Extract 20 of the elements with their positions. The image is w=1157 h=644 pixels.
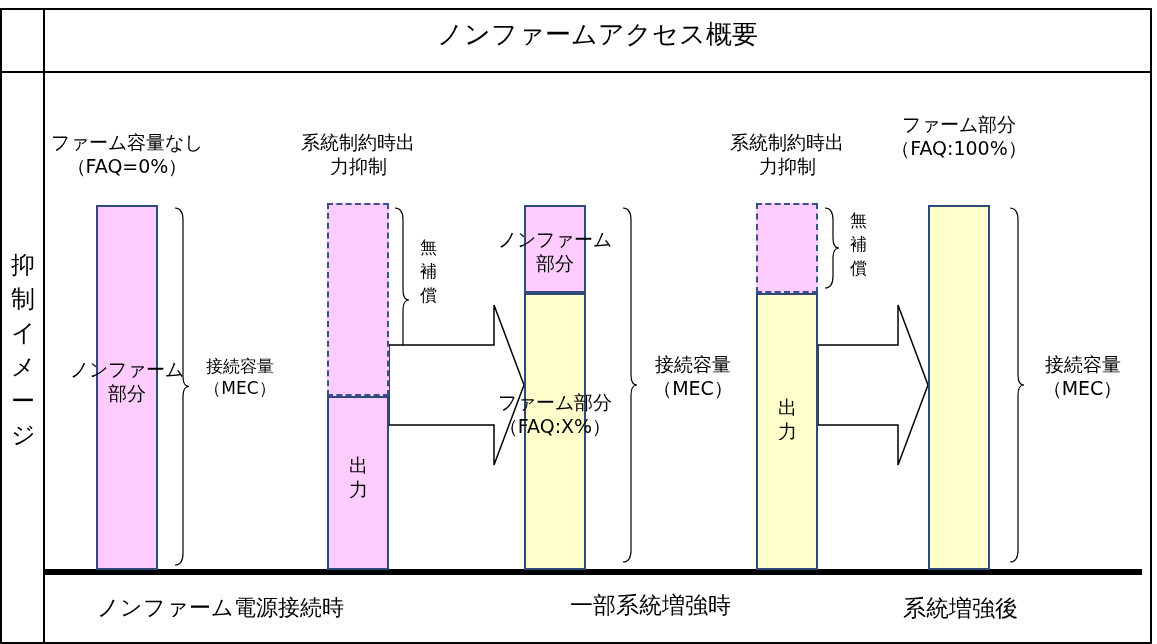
capacity-bar: [327, 396, 389, 570]
block-arrow: [817, 304, 929, 466]
stage-label: ノンファーム電源接続時: [95, 596, 345, 620]
capacity-label: 接続容量（MEC）: [652, 352, 734, 400]
capacity-label: 接続容量（MEC）: [203, 355, 277, 399]
capacity-bar: [756, 293, 818, 570]
bar-heading: ファーム部分（FAQ:100%）: [890, 112, 1028, 160]
stage-label: 一部系統増強時: [568, 593, 732, 617]
stage-label: 系統増強後: [901, 596, 1019, 620]
note-label: 無補償: [848, 209, 868, 280]
bar-label: 出力: [347, 453, 369, 501]
bar-heading: 系統制約時出力抑制: [729, 130, 845, 178]
capacity-label: 接続容量（MEC）: [1041, 352, 1124, 400]
block-arrow: [388, 304, 525, 466]
table-header: ノンファームアクセス概要: [436, 22, 759, 46]
bar-heading: ファーム容量なし（FAQ=0%）: [50, 130, 204, 178]
bar-heading: 系統制約時出力抑制: [300, 130, 416, 178]
bar-label: 出力: [776, 395, 798, 443]
row-header: 抑制イメージ: [10, 250, 36, 451]
note-label: 無補償: [418, 236, 438, 307]
